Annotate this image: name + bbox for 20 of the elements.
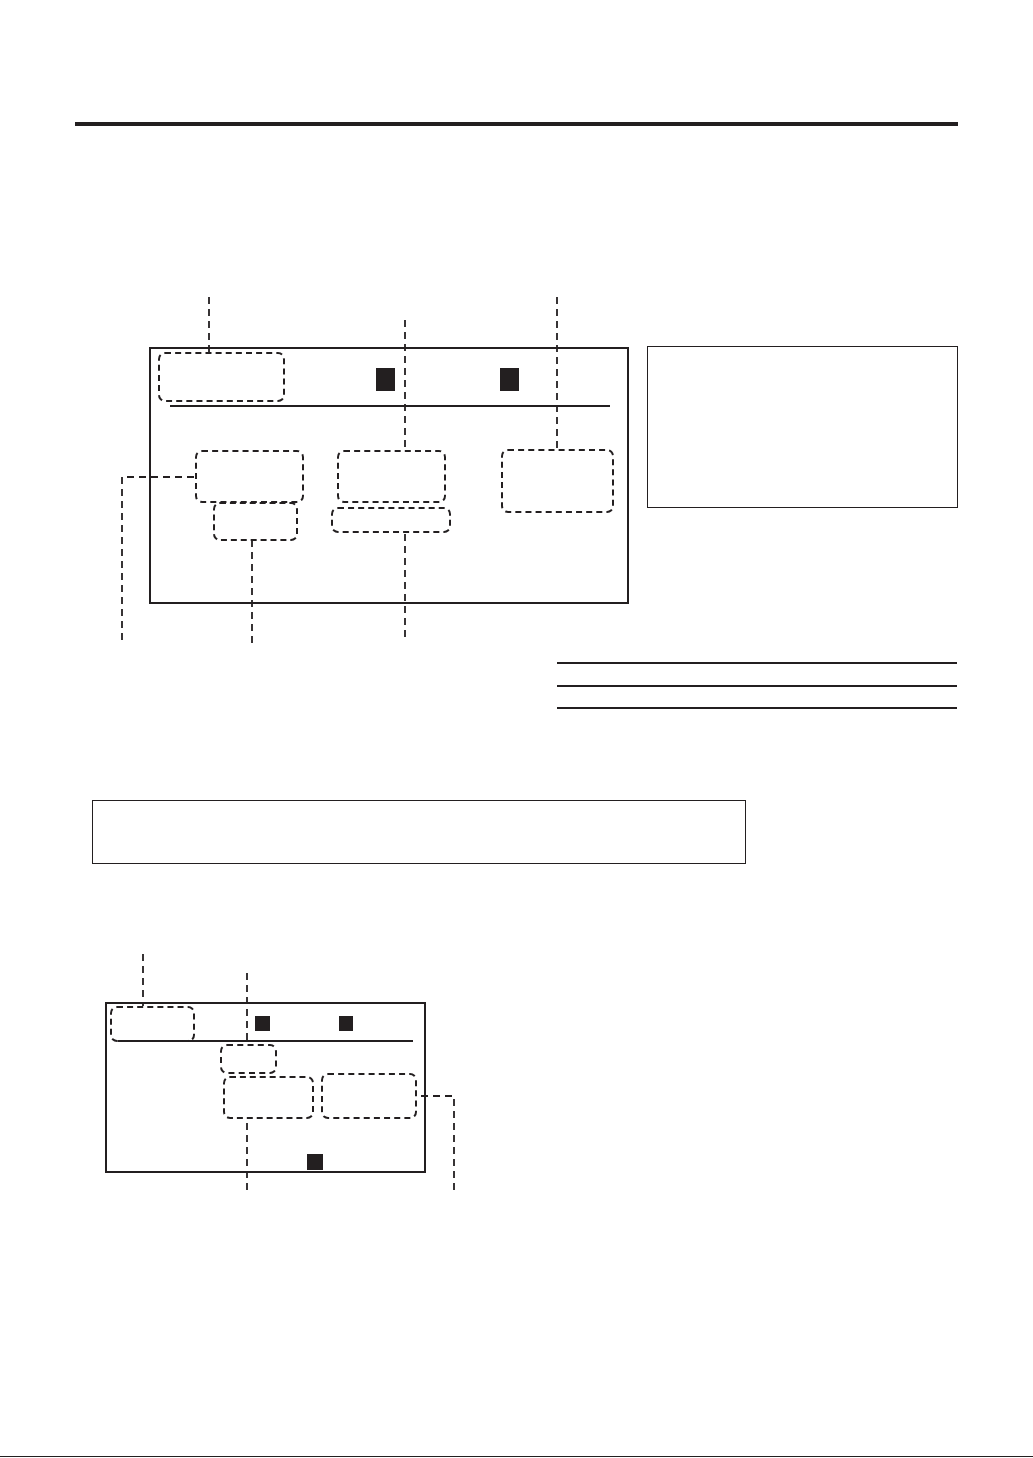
- screen-display-frame: [105, 1002, 426, 1173]
- dashed-callout-box: [337, 450, 446, 503]
- leader-line: [208, 296, 210, 353]
- notice-panel: [92, 800, 746, 864]
- dashed-callout-box: [501, 449, 614, 513]
- leader-line: [556, 296, 558, 450]
- dashed-callout-box: [195, 450, 304, 503]
- leader-line: [142, 953, 144, 1007]
- blank-panel: [647, 346, 958, 508]
- dashed-callout-box: [220, 1044, 277, 1074]
- dashed-callout-box: [110, 1006, 195, 1042]
- dashed-callout-box: [213, 502, 298, 541]
- leader-line: [404, 532, 406, 638]
- screen-display-frame: [149, 347, 629, 604]
- leader-line: [121, 476, 196, 641]
- dashed-callout-box: [223, 1076, 314, 1119]
- dashed-callout-box: [158, 352, 285, 402]
- dashed-callout-box: [321, 1073, 417, 1119]
- dashed-callout-box: [331, 507, 451, 533]
- leader-line: [251, 540, 253, 644]
